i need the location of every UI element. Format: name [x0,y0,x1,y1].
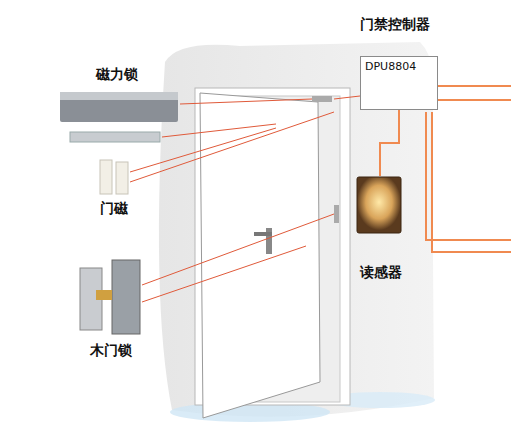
card-reader: 读感器 [350,176,404,282]
part-label: 门磁 [100,200,128,218]
part-label: 木门锁 [90,342,132,360]
door-contact [116,162,128,194]
wires [426,86,511,252]
reader-picture [356,176,404,234]
door-handle [266,228,272,254]
magnetic-lock [60,92,178,122]
armature-plate [70,132,160,142]
door-handle [254,232,272,236]
lock-latch [96,290,112,300]
strike-plate [334,205,339,223]
wood-door-lock [112,260,140,334]
wire-connector [380,110,399,176]
lock-mount [312,96,332,102]
door-contact [100,160,112,194]
controller-box: DPU8804 [360,56,438,110]
magnetic-lock [60,92,178,100]
part-label: 磁力锁 [96,66,138,84]
model-number: DPU8804 [365,60,433,73]
controller: 门禁控制器 DPU8804 [360,16,438,110]
controller-title: 门禁控制器 [360,16,438,34]
reader-label: 读感器 [360,264,404,282]
door-leaf [200,93,320,418]
leader-lines [130,96,360,302]
